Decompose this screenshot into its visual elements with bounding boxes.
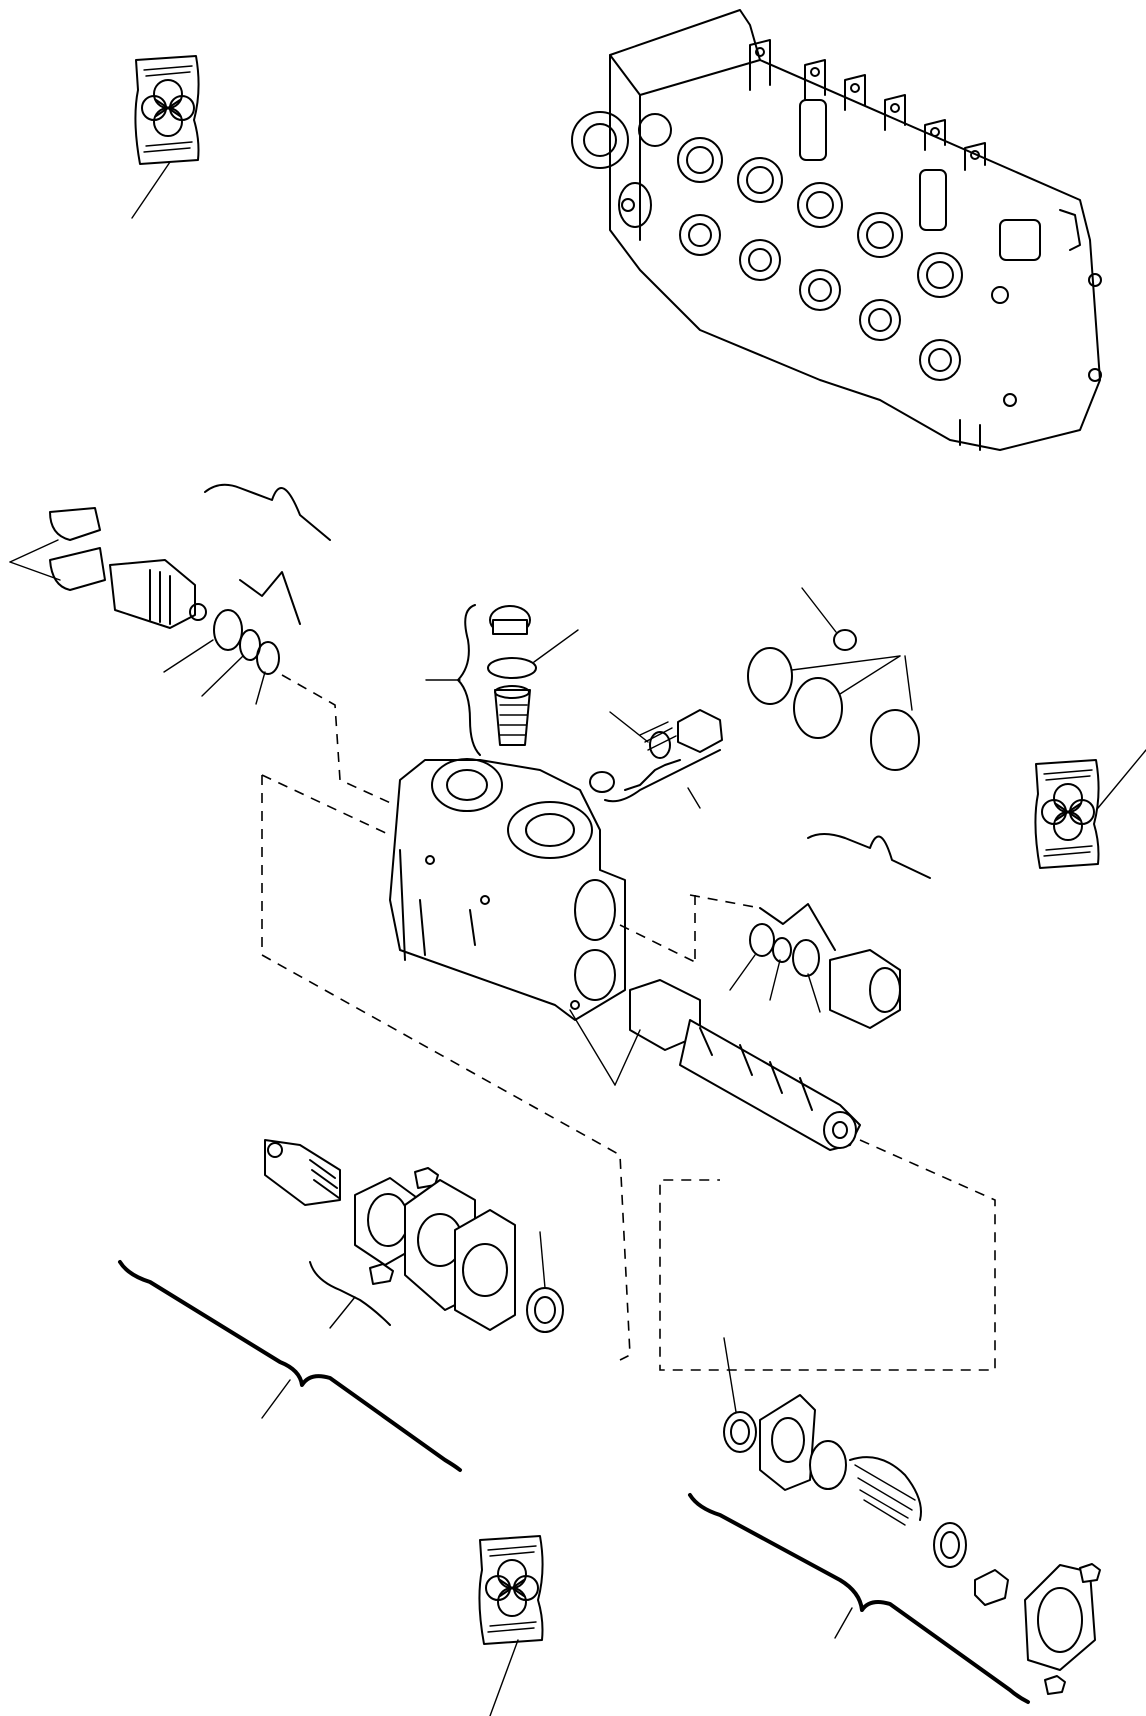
port-row-upper [677,137,963,298]
spool-cap-right [688,1337,1101,1704]
check-valve-group [425,604,579,756]
load-check-spring [589,709,723,809]
alignment-guides [261,674,996,1371]
valve-section-body [389,758,626,1021]
control-valve-assembly [571,9,1102,451]
relief-valve-right [729,833,931,1029]
seal-kit-upper-left [163,609,280,705]
relief-valve-cartridge [9,483,331,629]
kit-book-icon [478,1535,544,1716]
o-ring-set-right [747,587,920,771]
port-row-lower [679,214,961,381]
spool-cap-left [118,1139,564,1472]
main-spool [569,979,861,1151]
kit-book-icon [1034,749,1146,869]
spool-levers [749,39,986,171]
kit-book-icon [131,55,200,219]
